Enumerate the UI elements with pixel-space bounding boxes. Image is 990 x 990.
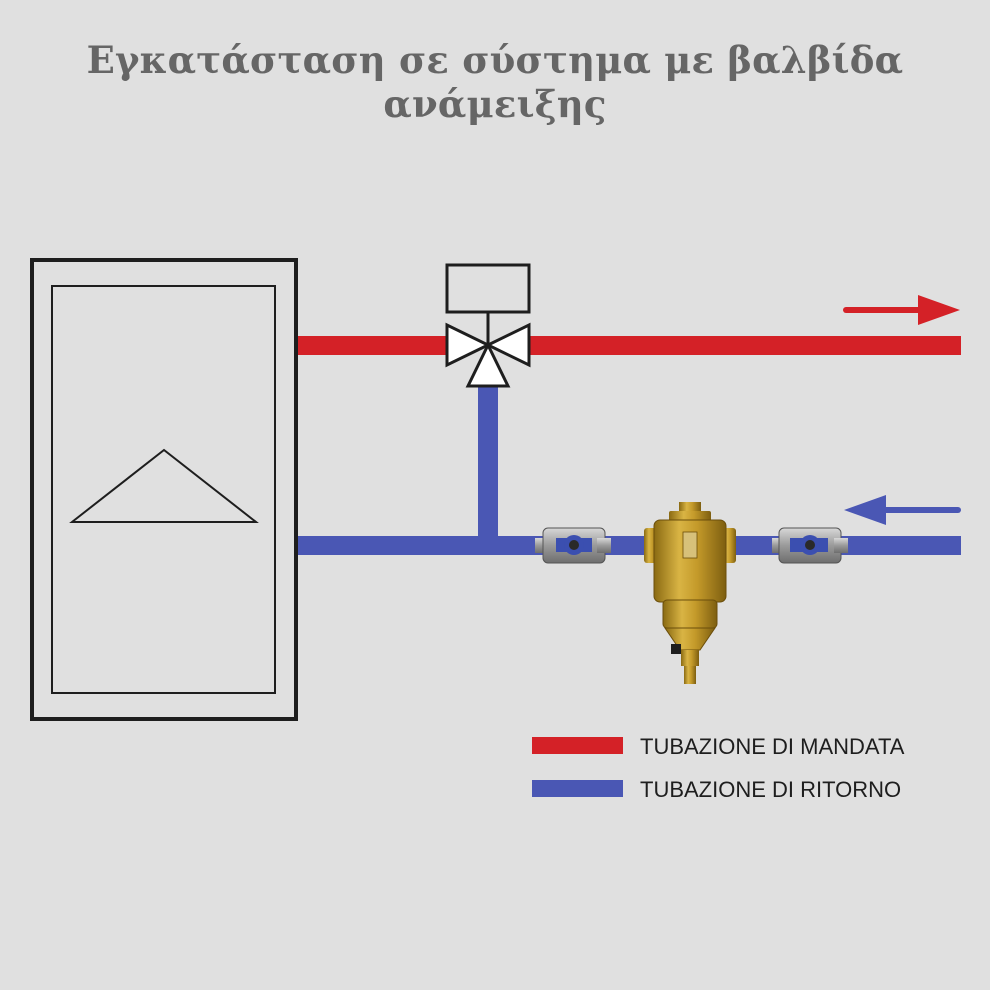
page-title: Εγκατάσταση σε σύστημα με βαλβίδα ανάμει…	[86, 38, 904, 126]
valve-actuator	[445, 263, 531, 314]
drain-handle	[671, 644, 681, 654]
three-way-valve-icon	[445, 263, 531, 388]
legend-swatch-return	[532, 780, 623, 797]
arrow-right-icon	[843, 295, 960, 325]
boiler-icon	[30, 258, 298, 721]
dirt-separator-icon	[644, 502, 736, 684]
bypass-pipe	[478, 384, 498, 546]
legend-label-supply: TUBAZIONE DI MANDATA	[640, 734, 905, 759]
ball-valve-icon	[535, 527, 611, 564]
ball-valve-icon	[772, 527, 848, 564]
supply-pipe	[298, 336, 961, 355]
legend: TUBAZIONE DI MANDATA TUBAZIONE DI RITORN…	[532, 734, 905, 802]
return-pipe	[298, 384, 961, 555]
arrow-left-icon	[844, 495, 961, 525]
legend-label-return: TUBAZIONE DI RITORNO	[640, 777, 901, 802]
flame-triangle-icon	[69, 448, 259, 523]
legend-swatch-supply	[532, 737, 623, 754]
